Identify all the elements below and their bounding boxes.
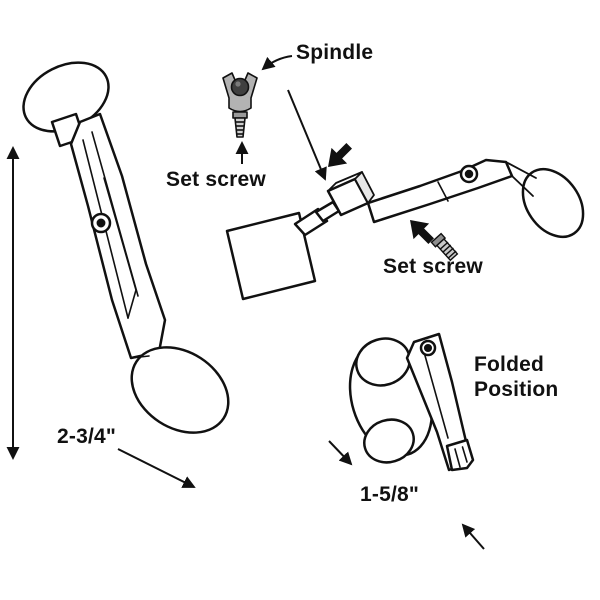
leader-arrow-spindle-to-assembly [287,89,327,181]
crank-folded-illustration [348,332,475,472]
handle-knob-icon [521,167,585,239]
operator-base-icon [225,211,317,301]
set-screw-right-label: Set screw [383,255,483,278]
handle-arm-icon [366,158,514,224]
leader-arrow-spindle [261,55,293,71]
spindle-label: Spindle [296,41,374,64]
dimension-folded-label: 1-5/8" [360,483,420,506]
folded-position-line1: Folded [474,353,545,376]
spindle-part-illustration [222,72,258,138]
folded-position-line2: Position [474,378,559,401]
set-screw-top-icon [232,111,248,138]
leader-arrow-dim-handle [117,448,196,488]
spindle-ball-icon [230,77,250,97]
set-screw-right-icon [430,232,459,262]
dimension-handle-label: 2-3/4" [57,425,117,448]
folded-position-label: Folded Position [474,352,558,402]
leader-arrow-dim-folded-right [461,523,485,550]
operator-assembly-illustration [225,158,585,301]
set-screw-top-label: Set screw [166,168,266,191]
assembly-arrow-up-left-icon [410,220,434,244]
assembly-arrow-down-left-icon [328,143,352,167]
leader-arrow-dim-folded-left [328,440,353,466]
crank-extended-illustration [22,61,230,434]
